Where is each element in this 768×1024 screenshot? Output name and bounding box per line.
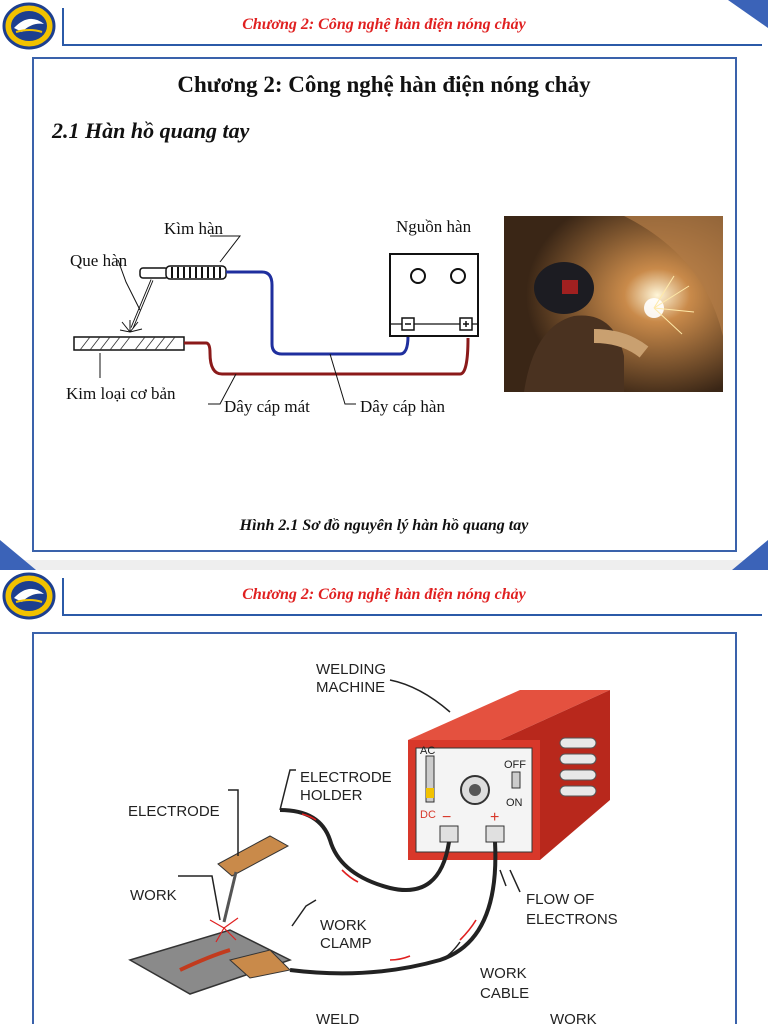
- label-work: WORK: [130, 887, 177, 904]
- label-welding-machine-2: MACHINE: [316, 679, 385, 696]
- header-title: Chương 2: Công nghệ hàn điện nóng chảy: [242, 16, 526, 33]
- university-logo-icon: [2, 572, 56, 620]
- label-electrode: ELECTRODE: [128, 803, 220, 820]
- header-horizontal-line: [62, 614, 762, 616]
- welding-machine-illustration: AC DC OFF ON − +: [128, 661, 618, 1024]
- electrode-holder: [217, 835, 290, 923]
- header-title: Chương 2: Công nghệ hàn điện nóng chảy: [242, 586, 526, 603]
- label-nguon-han: Nguồn hàn: [396, 217, 472, 236]
- work-clamp: [228, 949, 292, 979]
- label-weld: WELD: [316, 1011, 360, 1024]
- slide-2: Chương 2: Công nghệ hàn điện nóng chảy A…: [0, 570, 768, 1024]
- slide-divider: [0, 560, 768, 570]
- label-work-bottom: WORK: [550, 1011, 597, 1024]
- electrode-holder: [139, 267, 169, 279]
- label-electrons: ELECTRONS: [526, 911, 618, 928]
- header-vertical-line: [62, 578, 64, 614]
- label-work-clamp-2: CLAMP: [320, 935, 372, 952]
- header-vertical-line: [62, 8, 64, 44]
- section-title: 2.1 Hàn hồ quang tay: [52, 118, 250, 143]
- work-piece: [128, 929, 292, 995]
- label-kim-han: Kìm hàn: [164, 219, 224, 238]
- off-label: OFF: [504, 759, 526, 771]
- arc-sparks-icon: [119, 320, 143, 333]
- label-electrode-holder-1: ELECTRODE: [300, 769, 392, 786]
- on-label: ON: [506, 797, 523, 809]
- label-day-cap-mat: Dây cáp mát: [224, 397, 310, 416]
- label-work-cable-2: CABLE: [480, 985, 529, 1002]
- minus-sign: −: [442, 809, 451, 826]
- slide-1: Chương 2: Công nghệ hàn điện nóng chảy C…: [2, 0, 768, 552]
- label-work-clamp-1: WORK: [320, 917, 367, 934]
- plus-sign: +: [490, 809, 499, 826]
- slide-title: Chương 2: Công nghệ hàn điện nóng chảy: [177, 72, 591, 97]
- ground-cable-red: [184, 337, 470, 376]
- label-que-han: Que hàn: [70, 251, 128, 270]
- dc-label: DC: [420, 809, 436, 821]
- corner-triangle: [728, 0, 768, 28]
- welding-schematic-diagram: Kìm hàn Que hàn Nguồn hàn Kim loại cơ bả…: [66, 217, 479, 416]
- content-frame: [32, 632, 737, 1024]
- content-frame: [32, 57, 737, 552]
- university-logo-icon: [2, 2, 56, 50]
- arc-sparks-icon: [209, 917, 239, 943]
- label-day-cap-han: Dây cáp hàn: [360, 397, 445, 416]
- figure-caption: Hình 2.1 Sơ đồ nguyên lý hàn hồ quang ta…: [239, 517, 529, 534]
- label-flow-of: FLOW OF: [526, 891, 594, 908]
- welding-cable-blue: [226, 270, 410, 356]
- welding-machine: AC DC OFF ON − +: [408, 690, 610, 860]
- ac-label: AC: [420, 745, 435, 757]
- label-work-cable-1: WORK: [480, 965, 527, 982]
- label-electrode-holder-2: HOLDER: [300, 787, 363, 804]
- welder-photo: [504, 216, 723, 392]
- header-horizontal-line: [62, 44, 762, 46]
- work-cable: [289, 841, 498, 976]
- label-welding-machine-1: WELDING: [316, 661, 386, 678]
- label-kim-loai-co-ban: Kim loại cơ bản: [66, 384, 176, 403]
